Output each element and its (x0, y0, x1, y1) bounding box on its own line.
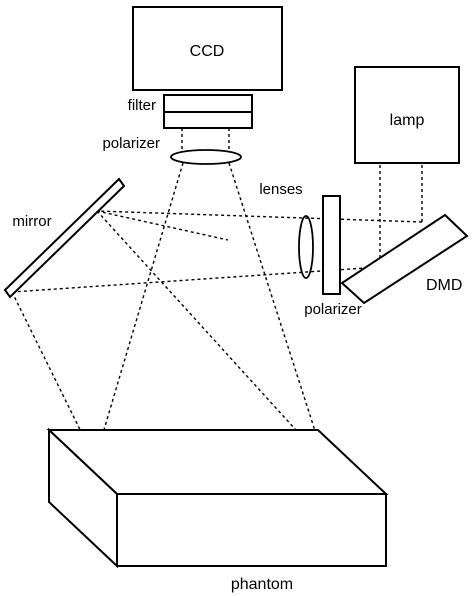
ray-dmd-upper (96, 210, 423, 223)
polarizer-right-label: polarizer (304, 301, 362, 318)
ccd-box (132, 6, 283, 91)
mirror-element (3, 177, 126, 299)
ccd-lens (170, 149, 242, 165)
polarizer-block-top (163, 111, 253, 129)
illumination-lens (298, 215, 314, 279)
lenses-label: lenses (259, 181, 302, 198)
polarizer-plate-right (322, 195, 341, 295)
ray-mirror-cross-a (96, 210, 326, 463)
ccd-label: CCD (190, 43, 225, 60)
polarizer-top-label: polarizer (102, 135, 160, 152)
ray-ccd-left (94, 162, 184, 461)
phantom-label: phantom (231, 576, 293, 593)
filter-label: filter (128, 97, 156, 114)
lamp-label: lamp (390, 112, 425, 129)
mirror-label: mirror (12, 213, 51, 230)
phantom-front-face (116, 493, 387, 567)
filter-block (163, 94, 253, 113)
dmd-element (340, 213, 469, 305)
ray-ccd-right (228, 162, 326, 463)
phantom-box (46, 427, 389, 569)
lamp-box (354, 66, 460, 164)
dmd-label: DMD (426, 277, 462, 294)
ray-dmd-lower (11, 266, 381, 293)
ray-mirror-cross-b (96, 210, 229, 241)
